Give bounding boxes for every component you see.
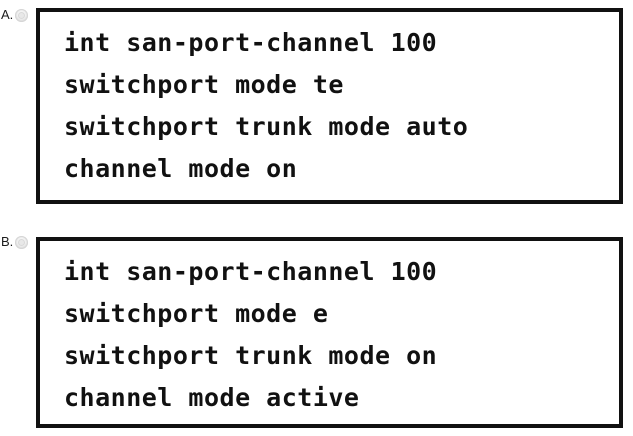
code-line: int san-port-channel 100 xyxy=(64,257,438,286)
code-line: switchport trunk mode auto xyxy=(64,112,469,141)
answer-option-b[interactable]: B. int san-port-channel 100 switchport m… xyxy=(0,233,633,430)
code-line: switchport mode te xyxy=(64,70,344,99)
code-line: int san-port-channel 100 xyxy=(64,28,438,57)
radio-button-icon-a[interactable] xyxy=(15,9,28,22)
answer-option-a[interactable]: A. int san-port-channel 100 switchport m… xyxy=(0,6,633,208)
option-letter-a: A. xyxy=(1,7,14,22)
option-letter-b: B. xyxy=(1,234,14,249)
code-line: switchport mode e xyxy=(64,299,329,328)
code-lines-a: int san-port-channel 100 switchport mode… xyxy=(40,12,619,190)
code-box-b: int san-port-channel 100 switchport mode… xyxy=(36,237,623,428)
radio-button-icon-b[interactable] xyxy=(15,236,28,249)
code-line: switchport trunk mode on xyxy=(64,341,438,370)
code-box-a: int san-port-channel 100 switchport mode… xyxy=(36,8,623,204)
code-lines-b: int san-port-channel 100 switchport mode… xyxy=(40,241,619,419)
code-line: channel mode active xyxy=(64,383,360,412)
code-line: channel mode on xyxy=(64,154,298,183)
